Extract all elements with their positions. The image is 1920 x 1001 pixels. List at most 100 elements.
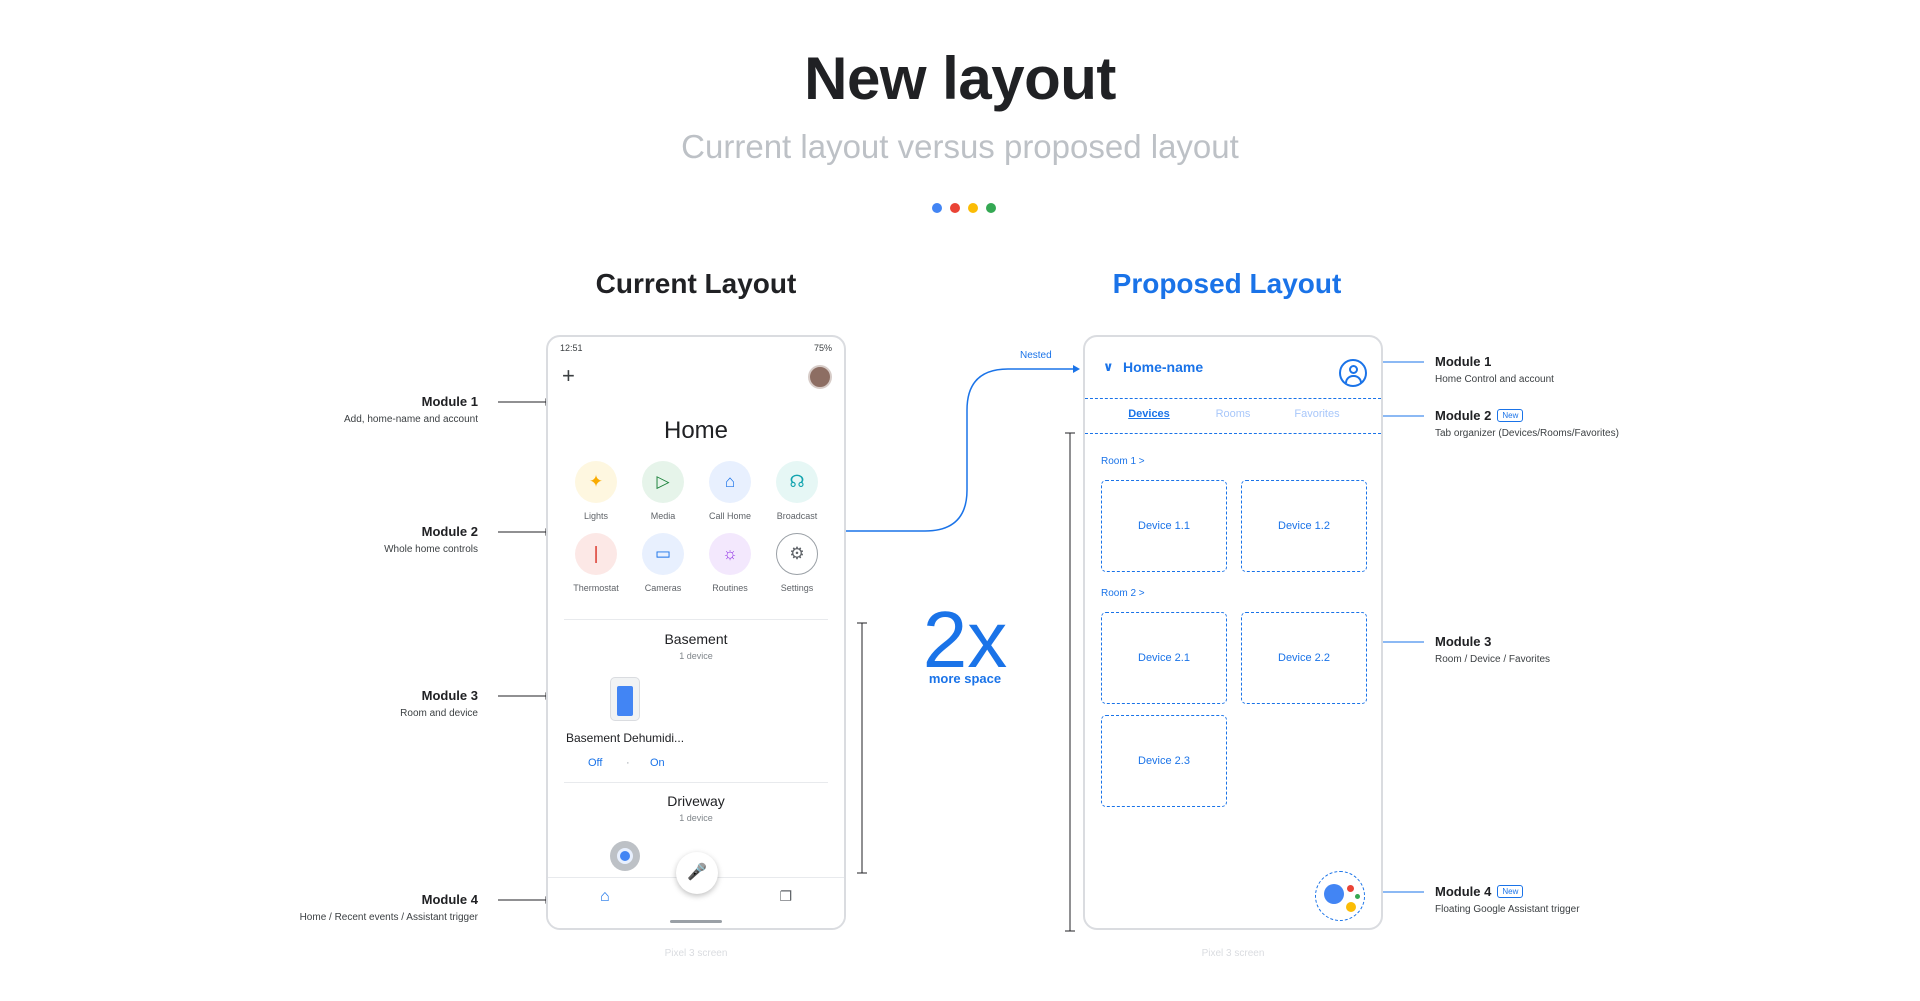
left-module-3-title: Module 3 [421, 688, 478, 703]
assistant-yellow-dot [1346, 902, 1356, 912]
phone-caption: Pixel 3 screen [664, 948, 728, 959]
left-module-1-title: Module 1 [421, 394, 478, 409]
left-module-3-desc: Room and device [400, 708, 478, 719]
chevron-down-icon[interactable]: ∨ [1103, 359, 1114, 374]
gear-icon: ⚙ [776, 533, 818, 575]
battery-status: 75% [813, 343, 832, 353]
space-label: more space [928, 671, 1002, 686]
control-label: Thermostat [573, 583, 619, 593]
page-subtitle: Current layout versus proposed layout [681, 128, 1239, 165]
add-button[interactable]: + [562, 363, 575, 388]
camera-device-icon[interactable] [610, 841, 640, 871]
page-title: New layout [804, 45, 1116, 112]
proposed-phone-frame: ∨ Home-name Devices Rooms Favorites Room… [1083, 335, 1383, 930]
new-badge: New [1497, 885, 1524, 898]
control-cameras[interactable]: ▭ Cameras [630, 533, 696, 593]
left-module-2-desc: Whole home controls [384, 544, 478, 555]
right-module-4-title: Module 4 [1435, 884, 1492, 899]
separator-dot: · [626, 757, 630, 769]
recent-events-icon[interactable]: ❐ [779, 888, 792, 904]
control-media[interactable]: ▷ Media [630, 461, 696, 521]
device-card[interactable]: Device 1.1 [1101, 480, 1227, 572]
control-label: Media [650, 511, 676, 521]
proposed-layout-title: Proposed Layout [1112, 268, 1342, 299]
right-module-3-title: Module 3 [1435, 634, 1492, 649]
divider [564, 619, 828, 620]
control-label: Settings [780, 583, 814, 593]
right-module-1-title: Module 1 [1435, 354, 1492, 369]
room-device-count: 1 device [679, 651, 713, 661]
nested-label: Nested [1020, 350, 1052, 361]
left-module-1-desc: Add, home-name and account [344, 414, 478, 425]
routines-icon: ☼ [709, 533, 751, 575]
control-label: Broadcast [776, 511, 818, 521]
space-multiplier: 2x [922, 595, 1008, 684]
status-bar: 12:51 75% [560, 341, 832, 355]
broadcast-icon: ☊ [776, 461, 818, 503]
tab-rooms[interactable]: Rooms [1215, 408, 1251, 420]
assistant-green-dot [1355, 894, 1360, 899]
device-card[interactable]: Device 2.3 [1101, 715, 1227, 807]
dehumidifier-icon[interactable] [610, 677, 640, 721]
status-time: 12:51 [560, 343, 583, 353]
control-label: Lights [583, 511, 609, 521]
camera-icon: ▭ [642, 533, 684, 575]
google-dots [932, 203, 996, 215]
thermostat-icon: ❘ [575, 533, 617, 575]
phone-caption: Pixel 3 screen [1201, 948, 1265, 959]
lightbulb-icon: ✦ [575, 461, 617, 503]
right-module-2-title: Module 2 [1435, 408, 1492, 423]
device-card[interactable]: Device 2.2 [1241, 612, 1367, 704]
google-assistant-button[interactable] [1315, 871, 1365, 921]
current-phone-frame: 12:51 75% + Home ✦ Lights ▷ Media ⌂ Call… [546, 335, 846, 930]
control-label: Call Home [708, 511, 751, 521]
call-home-icon: ⌂ [709, 461, 751, 503]
gesture-bar [670, 920, 722, 923]
red-dot [950, 203, 960, 213]
green-dot [986, 203, 996, 213]
room-device-count: 1 device [679, 813, 713, 823]
control-broadcast[interactable]: ☊ Broadcast [764, 461, 830, 521]
assistant-mic-button[interactable]: 🎤 [676, 852, 718, 894]
off-button[interactable]: Off [588, 757, 603, 769]
right-module-4-desc: Floating Google Assistant trigger [1435, 904, 1580, 915]
current-layout-title: Current Layout [595, 268, 797, 299]
control-lights[interactable]: ✦ Lights [563, 461, 629, 521]
right-module-3-desc: Room / Device / Favorites [1435, 654, 1551, 665]
assistant-blue-dot [1324, 884, 1344, 904]
home-name-selector[interactable]: Home-name [1123, 359, 1204, 375]
account-icon[interactable] [1339, 359, 1367, 387]
control-thermostat[interactable]: ❘ Thermostat [563, 533, 629, 593]
home-nav-icon[interactable]: ⌂ [600, 888, 610, 905]
avatar[interactable] [808, 365, 832, 389]
assistant-red-dot [1347, 885, 1354, 892]
control-routines[interactable]: ☼ Routines [697, 533, 763, 593]
right-module-4-heading: Module 4 New [1435, 884, 1524, 899]
control-label: Cameras [644, 583, 682, 593]
mic-icon: 🎤 [687, 864, 707, 881]
device-name: Basement Dehumidi... [566, 731, 685, 745]
device-card[interactable]: Device 1.2 [1241, 480, 1367, 572]
divider [1085, 398, 1381, 399]
control-label: Routines [712, 583, 748, 593]
left-module-4-desc: Home / Recent events / Assistant trigger [299, 912, 478, 923]
room-1-link[interactable]: Room 1 > [1101, 456, 1145, 467]
right-module-1-desc: Home Control and account [1435, 374, 1554, 385]
yellow-dot [968, 203, 978, 213]
tab-devices[interactable]: Devices [1128, 408, 1170, 420]
media-icon: ▷ [642, 461, 684, 503]
divider [564, 782, 828, 783]
home-title: Home [663, 417, 729, 444]
on-button[interactable]: On [650, 757, 665, 769]
blue-dot [932, 203, 942, 213]
device-card[interactable]: Device 2.1 [1101, 612, 1227, 704]
control-call-home[interactable]: ⌂ Call Home [697, 461, 763, 521]
tab-favorites[interactable]: Favorites [1294, 408, 1340, 420]
room-2-link[interactable]: Room 2 > [1101, 588, 1145, 599]
room-name-basement: Basement [664, 631, 728, 647]
control-settings[interactable]: ⚙ Settings [764, 533, 830, 593]
right-module-2-desc: Tab organizer (Devices/Rooms/Favorites) [1435, 428, 1619, 439]
left-module-2-title: Module 2 [421, 524, 478, 539]
